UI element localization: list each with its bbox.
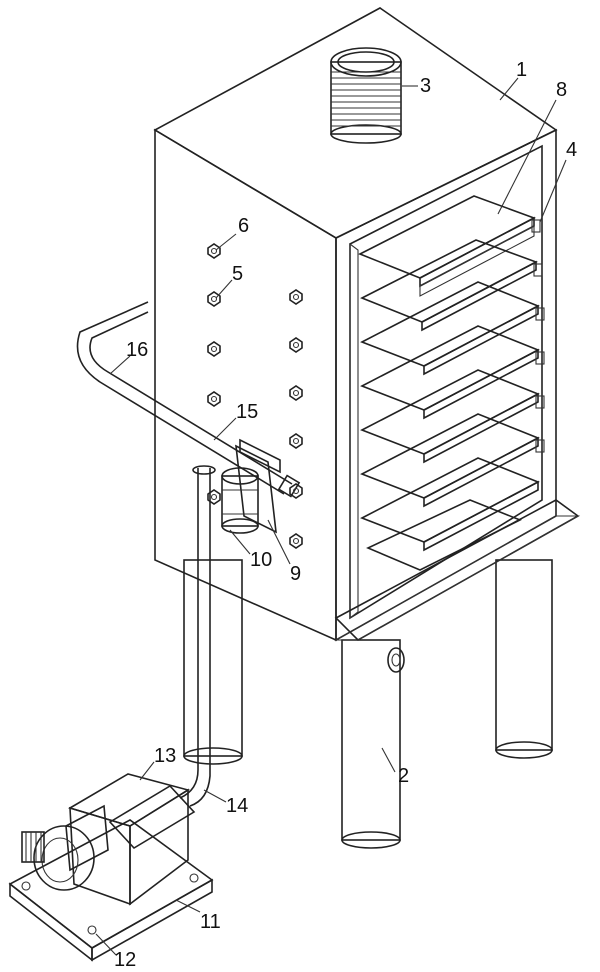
label-9: 9	[290, 563, 301, 585]
label-2: 2	[398, 765, 409, 787]
leader-10	[229, 529, 251, 555]
bracket-9	[235, 444, 277, 534]
leader-11	[175, 899, 201, 913]
label-3: 3	[420, 75, 431, 97]
legs	[183, 559, 553, 849]
motor-10	[221, 467, 259, 534]
label-1: 1	[516, 59, 527, 81]
leader-13	[139, 761, 155, 781]
label-15: 15	[236, 401, 258, 423]
nut-g	[289, 433, 303, 449]
label-5: 5	[232, 263, 243, 285]
leg-back-left	[183, 559, 243, 765]
nut-f	[289, 385, 303, 401]
nut-h	[289, 483, 303, 499]
nut-c	[207, 489, 221, 505]
leader-lines	[95, 77, 567, 956]
leader-4	[539, 159, 567, 223]
nut-e	[289, 337, 303, 353]
leader-8	[497, 99, 557, 215]
blower-unit	[8, 773, 214, 962]
nut-a	[207, 341, 221, 357]
nut-6	[207, 243, 221, 259]
label-11: 11	[200, 911, 221, 933]
nut-i	[289, 533, 303, 549]
nut-5	[207, 291, 221, 307]
leg-back-right	[495, 559, 553, 759]
leader-2	[381, 747, 396, 773]
tray-5	[360, 369, 540, 464]
leader-16	[109, 355, 131, 375]
blower-motor	[21, 804, 109, 891]
cabinet	[153, 7, 581, 642]
cabinet-front-frame	[335, 128, 557, 642]
label-8: 8	[556, 79, 567, 101]
nut-b	[207, 391, 221, 407]
label-10: 10	[250, 549, 272, 571]
leg-front	[341, 639, 401, 849]
tray-rails	[531, 219, 545, 453]
tray-8	[366, 499, 522, 571]
label-13: 13	[154, 745, 176, 767]
callout-labels: 1 2 3 4 5 6 8 9 10 11 12 13 14 15 16	[114, 59, 577, 971]
label-4: 4	[566, 139, 577, 161]
bottom-valve	[387, 647, 405, 673]
tray-2	[360, 239, 538, 332]
blower-13	[68, 773, 196, 906]
trays	[358, 195, 545, 571]
leader-14	[203, 789, 227, 803]
base-plate-11	[8, 819, 214, 962]
leader-15	[213, 417, 237, 441]
tray-1	[358, 195, 536, 297]
tray-7	[360, 457, 540, 552]
nuts	[207, 243, 303, 549]
label-12: 12	[114, 949, 136, 971]
motor-assembly	[221, 438, 281, 534]
leader-6	[215, 233, 237, 251]
label-16: 16	[126, 339, 148, 361]
tray-6	[360, 413, 540, 508]
leader-12	[95, 933, 117, 956]
exhaust-stack	[330, 47, 402, 144]
nut-d	[289, 289, 303, 305]
leader-9	[267, 519, 291, 565]
tray-3	[360, 281, 540, 376]
label-6: 6	[238, 215, 249, 237]
pipe-14	[179, 465, 216, 807]
tray-4	[360, 325, 540, 420]
pipe-16	[76, 301, 301, 498]
label-14: 14	[226, 795, 248, 817]
leader-1	[499, 77, 519, 101]
leader-5	[215, 279, 233, 299]
cabinet-left-face	[154, 128, 337, 642]
